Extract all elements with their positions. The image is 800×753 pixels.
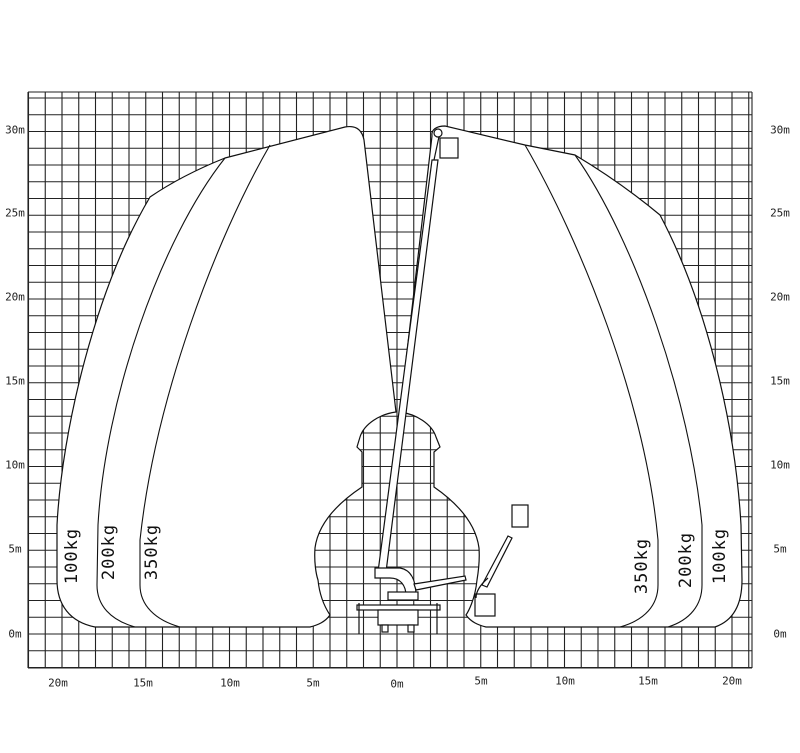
wheel xyxy=(381,624,389,633)
y-label-left: 5m xyxy=(8,542,22,556)
y-label-right: 5m xyxy=(773,542,787,556)
load-label-left-350kg: 350kg xyxy=(142,523,162,581)
basket-top xyxy=(439,137,459,159)
aerial-platform xyxy=(356,128,529,634)
envelope-left-100kg xyxy=(56,125,397,628)
y-label-right: 10m xyxy=(770,458,790,472)
load-label-left-200kg: 200kg xyxy=(99,523,119,581)
wheel xyxy=(407,624,415,633)
jib-arm xyxy=(481,535,513,588)
turret-base xyxy=(387,591,419,601)
x-label: 5m xyxy=(474,674,488,688)
chassis-beam xyxy=(356,604,441,611)
y-label-right: 20m xyxy=(770,290,790,304)
jib-folded xyxy=(413,575,467,591)
y-label-right: 25m xyxy=(770,206,790,220)
x-label: 20m xyxy=(722,674,742,688)
x-label: 15m xyxy=(638,674,658,688)
basket-pivot xyxy=(433,128,443,138)
load-label-left-100kg: 100kg xyxy=(62,527,82,585)
x-label: 10m xyxy=(220,676,240,690)
y-label-left: 30m xyxy=(5,123,25,137)
load-label-right-350kg: 350kg xyxy=(632,537,652,595)
basket-low xyxy=(474,593,496,617)
envelope-inner-lines xyxy=(96,144,703,628)
x-label: 20m xyxy=(48,676,68,690)
envelope-left-350kg xyxy=(139,144,271,628)
y-label-right: 0m xyxy=(773,627,787,641)
basket-mid xyxy=(511,504,529,528)
jib-lower xyxy=(475,577,489,599)
y-label-left: 15m xyxy=(5,374,25,388)
x-label: 0m xyxy=(390,677,404,691)
envelope-left-200kg xyxy=(96,157,226,628)
x-label: 15m xyxy=(133,676,153,690)
chassis-body xyxy=(377,609,419,626)
load-label-right-200kg: 200kg xyxy=(676,531,696,589)
envelope-right-100kg xyxy=(399,125,743,628)
y-label-left: 20m xyxy=(5,290,25,304)
y-label-left: 10m xyxy=(5,458,25,472)
x-label: 5m xyxy=(306,676,320,690)
envelope-right-200kg xyxy=(574,154,703,628)
load-label-right-100kg: 100kg xyxy=(710,527,730,585)
y-label-right: 15m xyxy=(770,374,790,388)
envelope-right-350kg xyxy=(524,144,659,628)
x-label: 10m xyxy=(555,674,575,688)
y-label-right: 30m xyxy=(770,123,790,137)
y-label-left: 0m xyxy=(8,627,22,641)
y-label-left: 25m xyxy=(5,206,25,220)
